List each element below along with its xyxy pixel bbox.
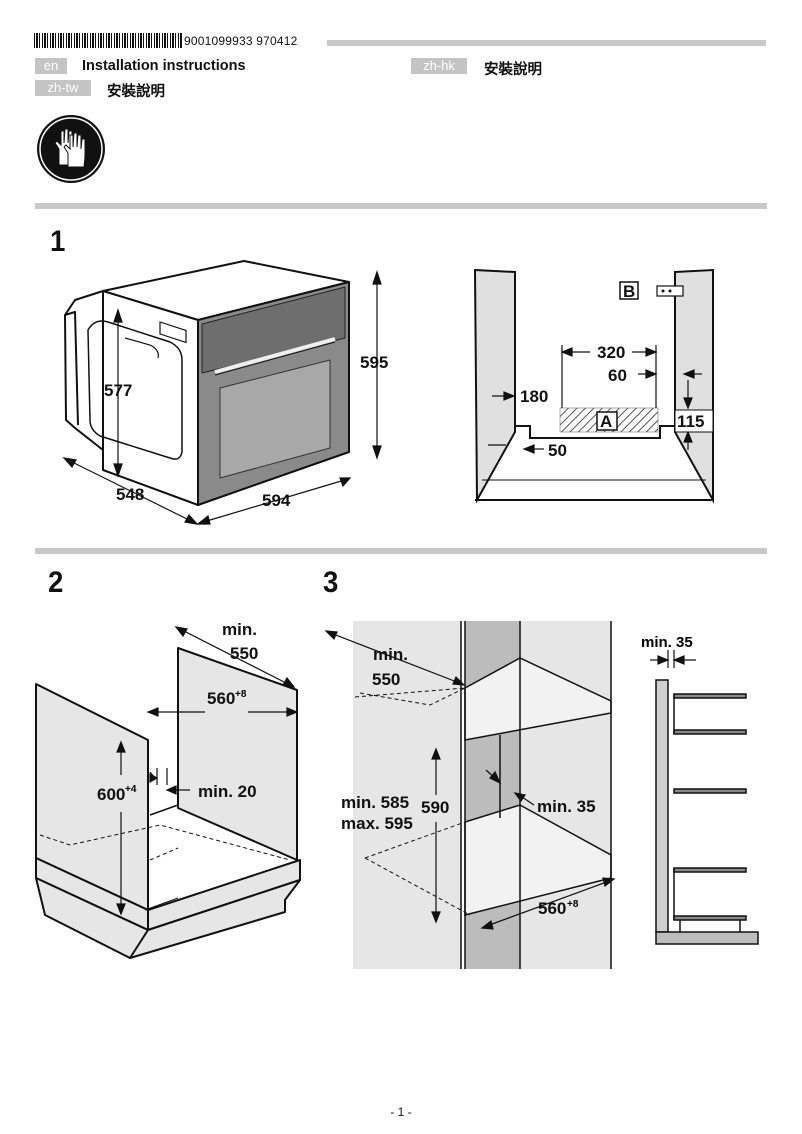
fig3-dim-560-tolerance: +8: [567, 899, 579, 910]
label-a: A: [600, 412, 612, 431]
dim-320: 320: [597, 343, 625, 362]
fig3-max-595: max. 595: [341, 814, 413, 833]
fig2-dim-560-tolerance: +8: [235, 689, 247, 700]
fig2-dim-550: 550: [230, 644, 258, 663]
fig2-dim-560: 560: [207, 689, 235, 708]
fig3-dim-590: 590: [421, 798, 449, 817]
dim-depth-577: 577: [104, 381, 132, 400]
section-rule-1: [35, 203, 767, 209]
figure-number-2: 2: [48, 566, 64, 599]
gloves-icon: [37, 115, 105, 183]
lang-badge-en: en: [35, 58, 67, 74]
fig3-min-label: min.: [373, 645, 408, 664]
fig3-top-min-35: min. 35: [641, 634, 693, 651]
title-zh-tw: 安裝說明: [107, 84, 165, 100]
barcode: [34, 33, 182, 48]
lang-badge-zh-tw: zh-tw: [35, 80, 91, 96]
dim-60: 60: [608, 366, 627, 385]
document-number: 9001099933 970412: [184, 34, 298, 48]
dim-115: 115: [677, 412, 704, 431]
label-b: B: [623, 282, 635, 301]
fig3-dim-550: 550: [372, 670, 400, 689]
dim-50: 50: [548, 441, 567, 460]
fig2-min-20: min. 20: [198, 782, 257, 801]
figure-number-3: 3: [323, 566, 339, 599]
fig3-min-585: min. 585: [341, 793, 409, 812]
dim-width-594: 594: [262, 491, 291, 510]
title-en: Installation instructions: [82, 58, 246, 74]
page-number: - 1 -: [390, 1105, 412, 1119]
title-zh-hk: 安裝說明: [484, 62, 542, 78]
lang-badge-zh-hk: zh-hk: [411, 58, 467, 74]
fig3-min-35: min. 35: [537, 797, 596, 816]
dim-180: 180: [520, 387, 548, 406]
section-rule-2: [35, 548, 767, 554]
fig2-dim-600: 600: [97, 785, 125, 804]
fig2-dim-600-tolerance: +4: [125, 784, 137, 795]
figure-number-1: 1: [50, 225, 66, 258]
header-rule: [327, 40, 766, 46]
fig3-dim-560: 560: [538, 899, 566, 918]
dim-depth-548: 548: [116, 485, 144, 504]
fig2-min-label: min.: [222, 620, 257, 639]
dim-height-595: 595: [360, 353, 388, 372]
